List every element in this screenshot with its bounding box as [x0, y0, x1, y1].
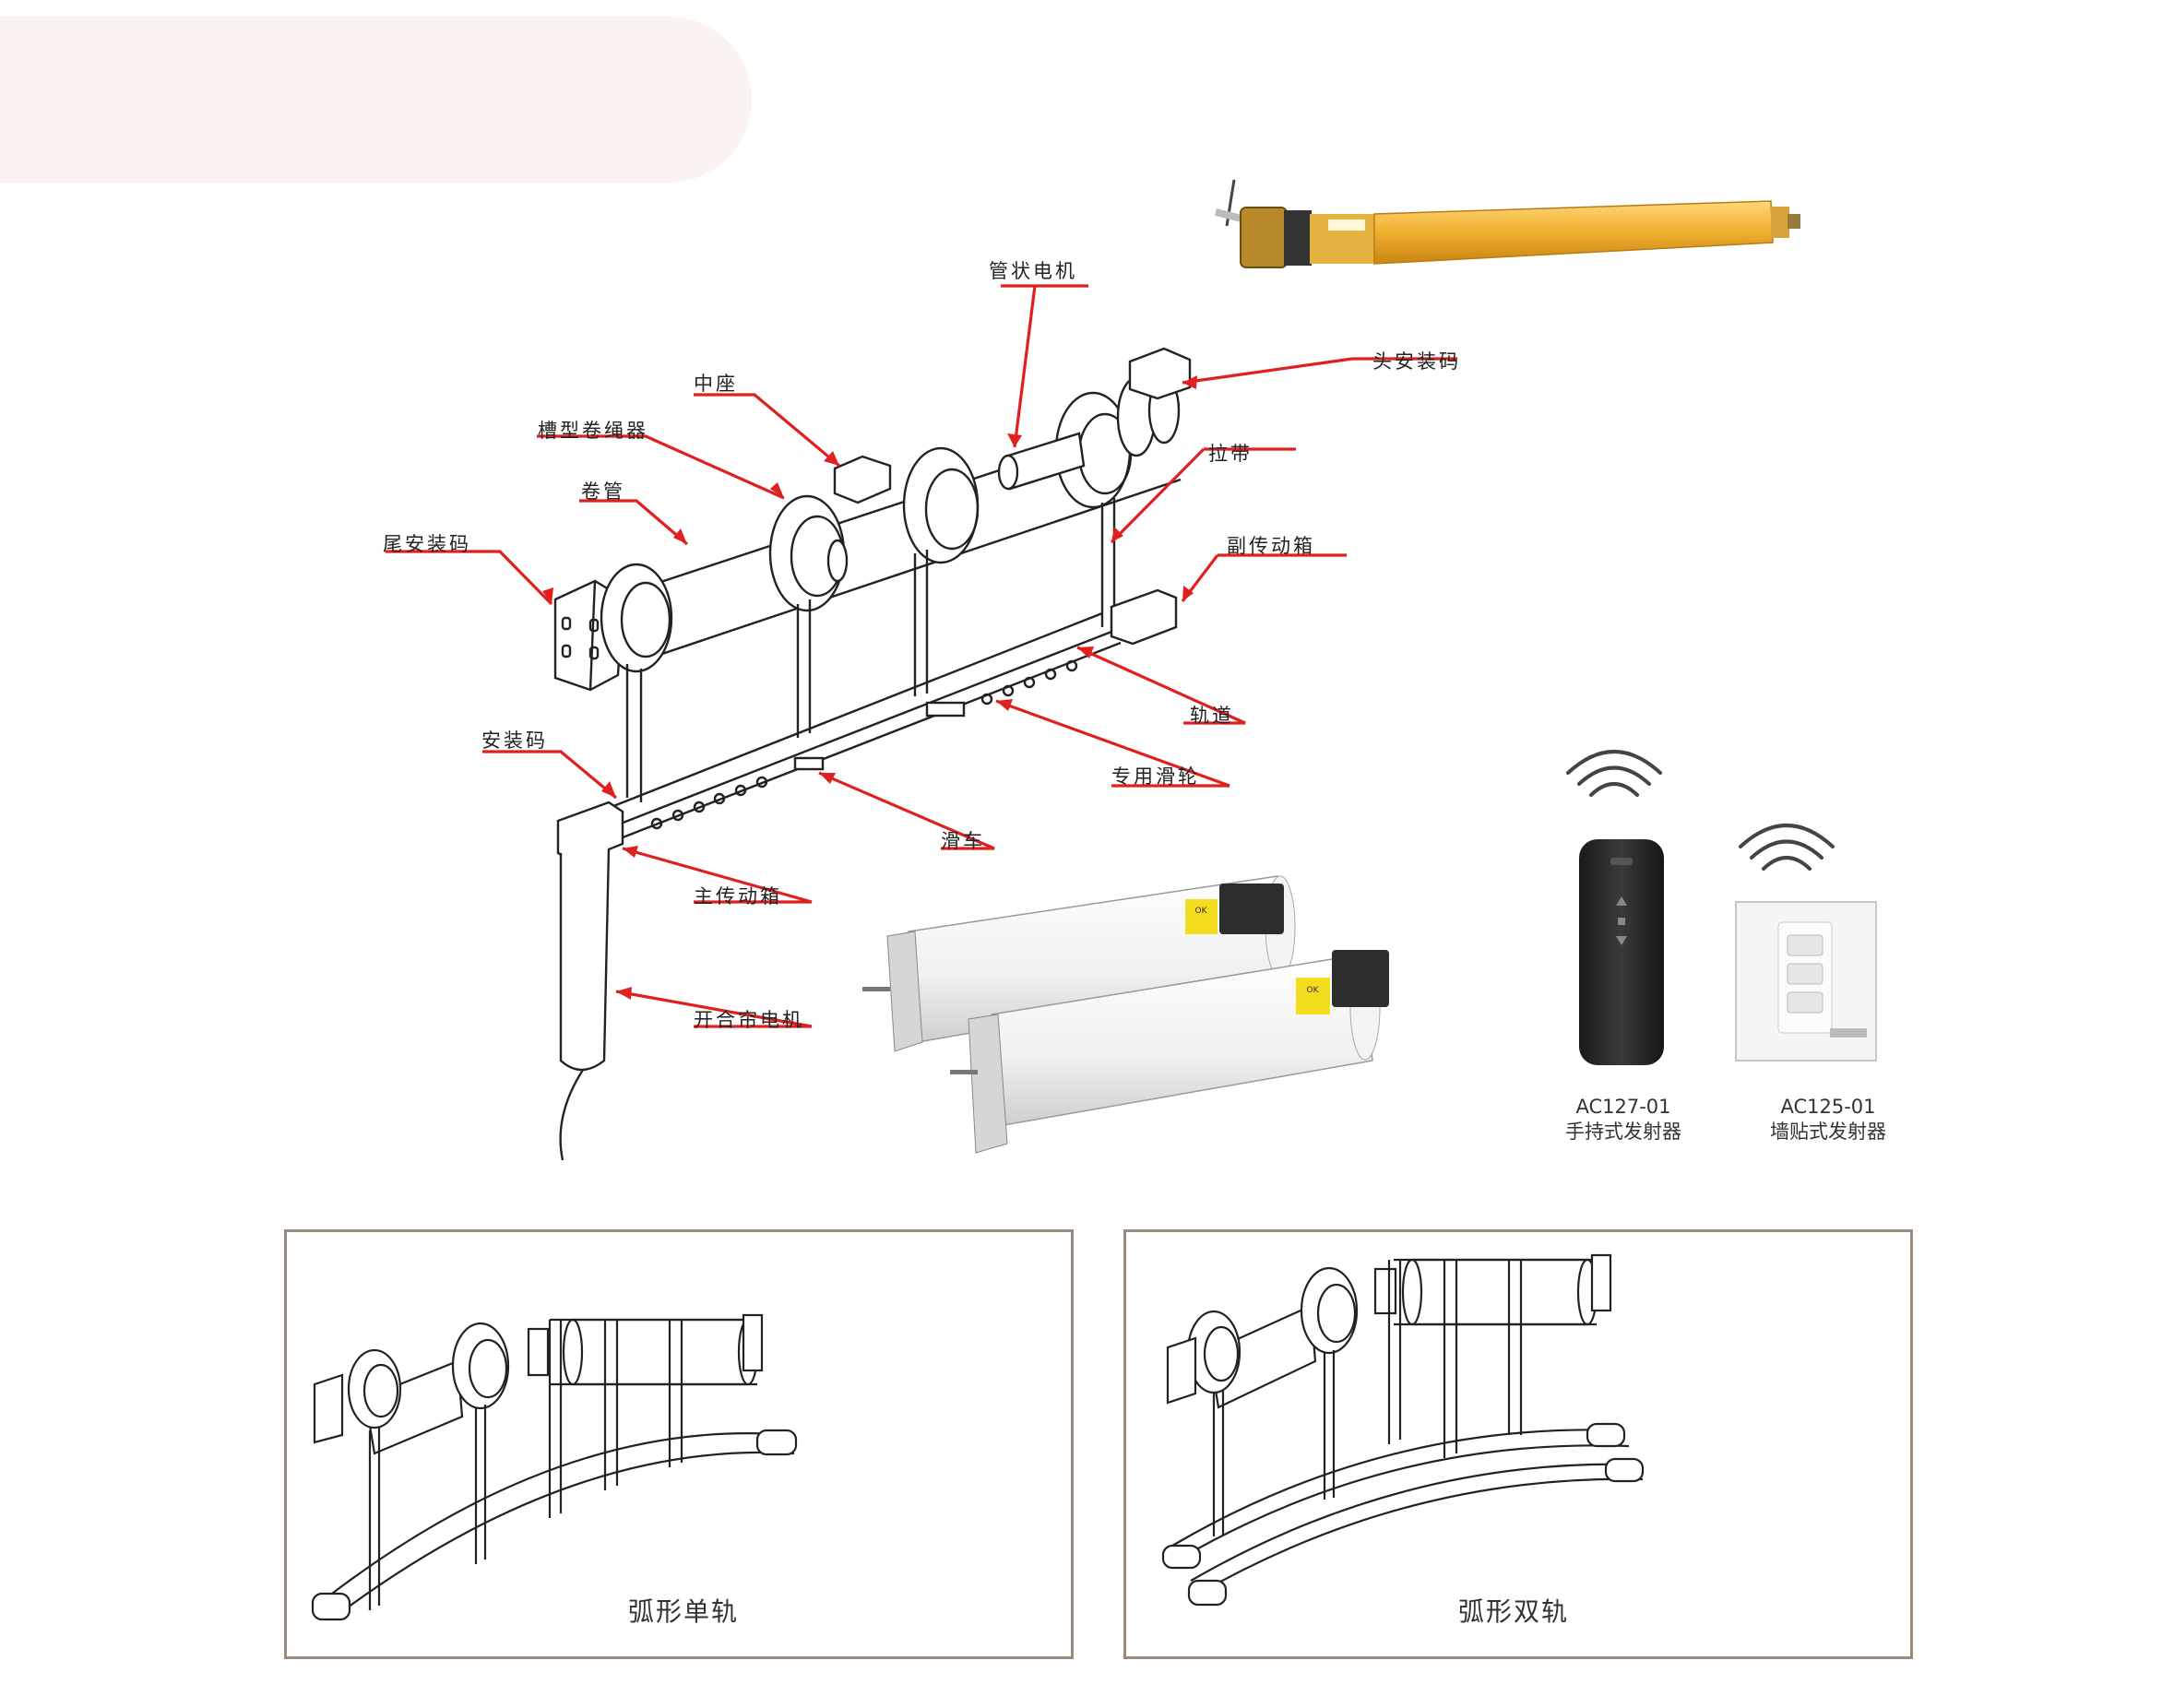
arc-double-rail-panel: 弧形双轨 [1123, 1229, 1913, 1659]
arc-single-rail-drawing [311, 1313, 798, 1621]
label-tail-bracket: 尾安装码 [383, 533, 471, 555]
label-leader-lines [386, 284, 1457, 1028]
remote-model: AC125-01 [1780, 1096, 1876, 1118]
wall-transmitter [1735, 824, 1877, 1062]
arc-single-rail-title: 弧形单轨 [628, 1596, 740, 1627]
label-roller-tube: 卷管 [581, 480, 625, 503]
leader-arrowheads [542, 375, 1197, 1000]
arc-single-rail-panel: 弧形单轨 [284, 1229, 1074, 1659]
wifi-signal-icon [1739, 824, 1835, 871]
label-center-seat: 中座 [694, 373, 738, 395]
decorative-background-blob [0, 17, 752, 183]
wall-transmitter-caption: AC125-01 墙贴式发射器 [1754, 1095, 1902, 1145]
motorized-rail-drawing [553, 347, 1192, 1161]
label-track: 轨道 [1190, 705, 1234, 727]
label-main-gearbox: 主传动箱 [694, 885, 782, 907]
wifi-signal-icon [1566, 750, 1662, 797]
curtain-motors-photo: OK OK [862, 875, 1389, 1154]
handheld-transmitter-caption: AC127-01 手持式发射器 [1550, 1095, 1697, 1145]
svg-text:OK: OK [1307, 986, 1320, 995]
arc-double-rail-title: 弧形双轨 [1458, 1596, 1570, 1627]
label-pull-belt: 拉带 [1208, 443, 1253, 465]
label-mount-bracket: 安装码 [481, 729, 548, 752]
label-trolley: 滑车 [941, 830, 985, 852]
label-groove-reel: 槽型卷绳器 [538, 420, 648, 442]
label-sub-gearbox: 副传动箱 [1227, 535, 1315, 557]
label-special-pulley: 专用滑轮 [1111, 765, 1200, 788]
label-curtain-motor: 开合帘电机 [694, 1009, 804, 1031]
arc-double-rail-drawing [1161, 1253, 1645, 1607]
label-head-bracket: 头安装码 [1372, 350, 1461, 373]
remote-name: 墙贴式发射器 [1770, 1121, 1886, 1143]
label-tubular-motor: 管状电机 [989, 260, 1077, 282]
remote-model: AC127-01 [1575, 1096, 1671, 1118]
remote-name: 手持式发射器 [1565, 1121, 1681, 1143]
handheld-transmitter [1566, 750, 1664, 1065]
svg-text:OK: OK [1195, 907, 1208, 916]
tubular-motor-photo [1215, 179, 1800, 268]
